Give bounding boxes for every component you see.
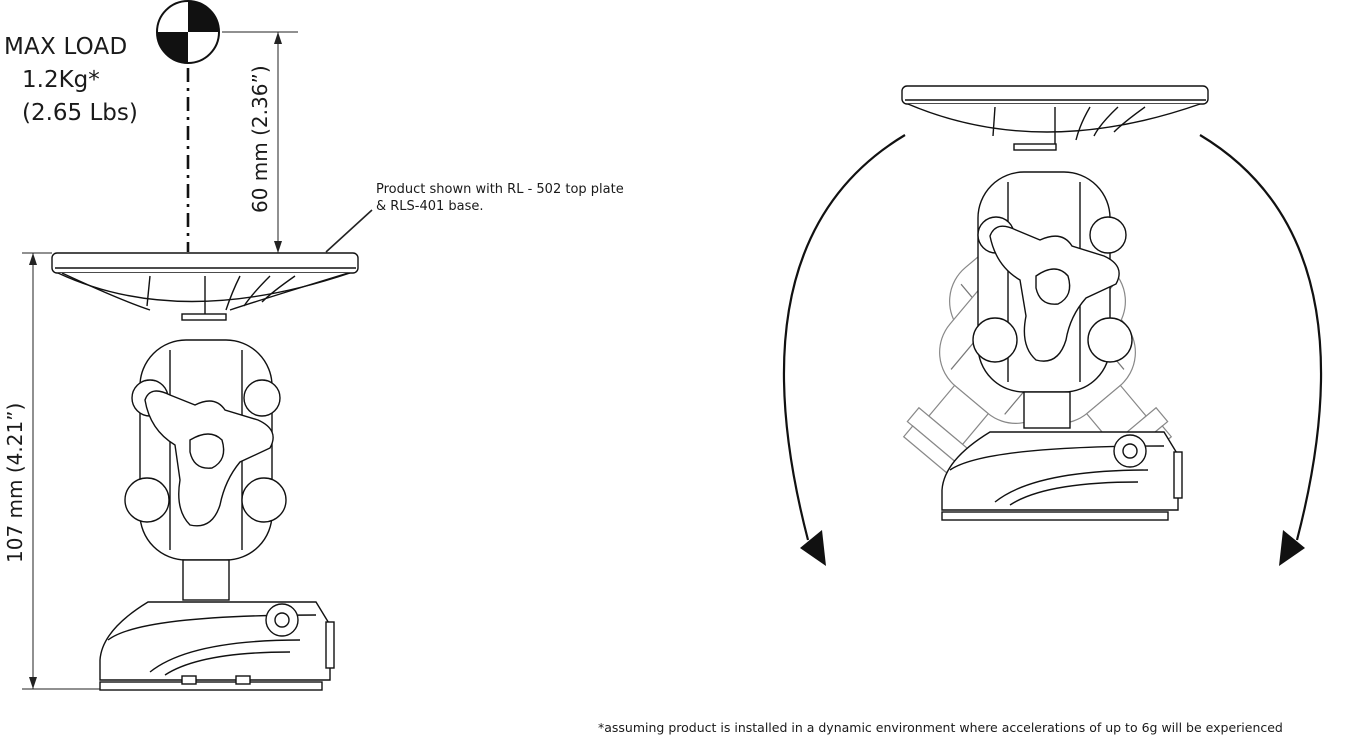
top-plate-right — [901, 85, 1209, 151]
callout-note-line2: & RLS-401 base. — [376, 199, 484, 214]
max-load-kg: 1.2Kg* — [22, 67, 100, 93]
mount-left-view — [22, 0, 373, 691]
base-clamp-right — [941, 431, 1183, 521]
dimension-label-107mm: 107 mm (4.21”) — [3, 402, 27, 563]
top-plate — [51, 252, 359, 321]
max-load-label: MAX LOAD — [4, 34, 128, 60]
rotation-arrow-icon — [782, 134, 1323, 566]
footnote: *assuming product is installed in a dyna… — [598, 720, 1283, 735]
dimension-107mm — [22, 252, 100, 690]
callout-leader — [325, 209, 373, 253]
max-load-lbs: (2.65 Lbs) — [22, 100, 138, 126]
dimension-60mm — [222, 31, 298, 253]
base-clamp — [99, 601, 335, 691]
lower-neck-right — [1023, 391, 1071, 429]
callout-note-line1: Product shown with RL - 502 top plate — [376, 182, 624, 197]
ball-joint-body-right — [972, 171, 1133, 393]
ball-joint-body — [124, 339, 287, 561]
lower-neck — [182, 559, 230, 601]
dimension-label-60mm: 60 mm (2.36”) — [248, 65, 272, 213]
mount-right-view — [782, 85, 1323, 566]
center-of-gravity-icon — [156, 0, 220, 64]
